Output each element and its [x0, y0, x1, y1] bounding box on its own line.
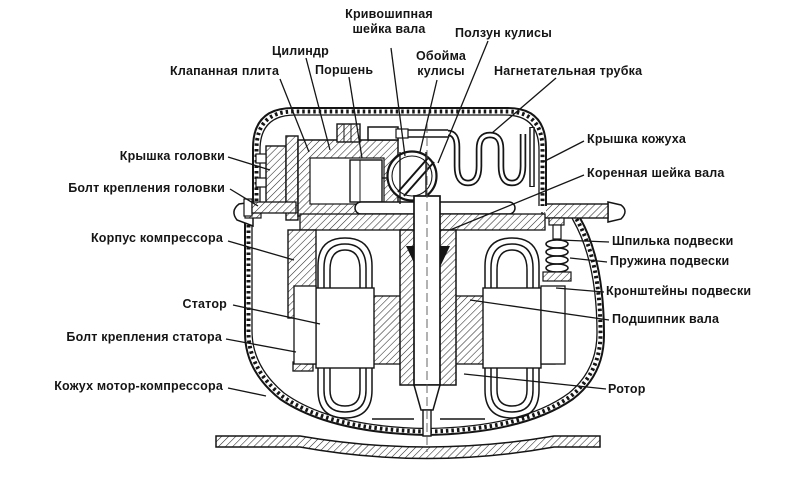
- label-head-bolt: Болт крепления головки: [68, 181, 225, 195]
- label-crank-neck: Кривошипная шейка вала: [345, 7, 433, 36]
- base-plate: [215, 435, 601, 460]
- label-stator: Статор: [182, 297, 227, 311]
- label-suspension-spring: Пружина подвески: [610, 254, 730, 268]
- label-stator-bolt: Болт крепления статора: [66, 330, 222, 344]
- suspension-bracket-left: [293, 285, 317, 365]
- label-head-cover: Крышка головки: [119, 149, 225, 163]
- label-suspension-stud: Шпилька подвески: [612, 234, 734, 248]
- suspension-stud-part: [548, 217, 565, 226]
- label-suspension-brackets: Кронштейны подвески: [606, 284, 752, 298]
- suspension-assembly: [542, 217, 572, 282]
- leader-lines: [225, 40, 610, 397]
- discharge-tube-part: [367, 126, 535, 187]
- coil-window-right: [482, 287, 542, 369]
- label-rotor: Ротор: [608, 382, 646, 396]
- label-discharge-tube: Нагнетательная трубка: [494, 64, 643, 78]
- coil-window-left: [315, 287, 375, 369]
- label-housing-cover: Крышка кожуха: [587, 132, 687, 146]
- label-compressor-body: Корпус компрессора: [90, 231, 223, 245]
- label-slider: Ползун кулисы: [455, 26, 553, 40]
- suspension-bracket-right: [540, 285, 566, 365]
- label-piston: Поршень: [315, 63, 374, 77]
- label-main-neck: Коренная шейка вала: [587, 166, 725, 180]
- piston-part: [349, 159, 383, 203]
- label-slider-holder: Обойма кулисы: [416, 49, 466, 78]
- label-shaft-bearing: Подшипник вала: [612, 312, 720, 326]
- label-cylinder: Цилиндр: [272, 44, 329, 58]
- label-valve-plate: Клапанная плита: [170, 64, 280, 78]
- label-motor-housing: Кожух мотор-компрессора: [54, 379, 223, 393]
- stator-windings: [317, 237, 540, 419]
- crank-pin-part: [397, 157, 429, 193]
- cylinder-head-assembly: [243, 123, 399, 221]
